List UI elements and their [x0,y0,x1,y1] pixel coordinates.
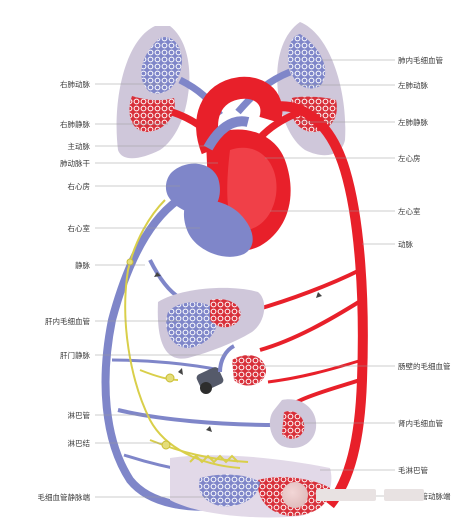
liver [157,287,265,359]
flow-arrows [154,272,322,432]
kidney [269,399,317,448]
leader-lines [95,59,395,498]
label-lymph-node: 淋巴结 [67,439,91,448]
label-vein: 静脉 [75,261,90,270]
label-right-atrium: 右心房 [67,182,91,191]
label-artery: 动脉 [398,240,413,249]
label-lymph-capillary: 毛淋巴管 [398,466,428,475]
systemic-arteries [254,268,364,422]
label-pulmonary-trunk: 肺动脉干 [60,159,90,168]
label-hepatic-portal-vein: 肝门静脉 [60,351,90,360]
watermark [282,474,462,516]
label-left-ventricle: 左心室 [398,207,421,216]
label-right-pulmonary-vein: 右肺静脉 [60,120,90,129]
label-lung-capillaries: 肺内毛细血管 [398,56,443,65]
label-kidney-capillaries: 肾内毛细血管 [398,419,443,428]
label-left-atrium: 左心房 [398,154,421,163]
label-capillary-venous-end: 毛细血管静脉端 [37,493,91,502]
watermark-bar [384,489,424,501]
label-left-pulmonary-artery: 左肺动脉 [398,81,428,90]
label-capillary-arterial-end: 毛细血管动脉端 [398,492,451,501]
label-left-pulmonary-vein: 左肺静脉 [398,118,428,127]
label-intestine-capillaries: 肠壁的毛细血管 [398,362,451,371]
label-liver-capillaries: 肝内毛细血管 [45,317,90,326]
aortic-arch [196,76,368,509]
label-right-pulmonary-artery: 右肺动脉 [60,80,90,89]
intestine [196,344,266,394]
label-aorta: 主动脉 [67,142,91,151]
label-right-ventricle: 右心室 [67,224,91,233]
right-lung [116,26,190,159]
watermark-bar [316,489,376,501]
label-lymphatic-vessel: 淋巴管 [67,411,91,420]
heart [165,116,291,257]
watermark-logo-icon [282,482,308,508]
